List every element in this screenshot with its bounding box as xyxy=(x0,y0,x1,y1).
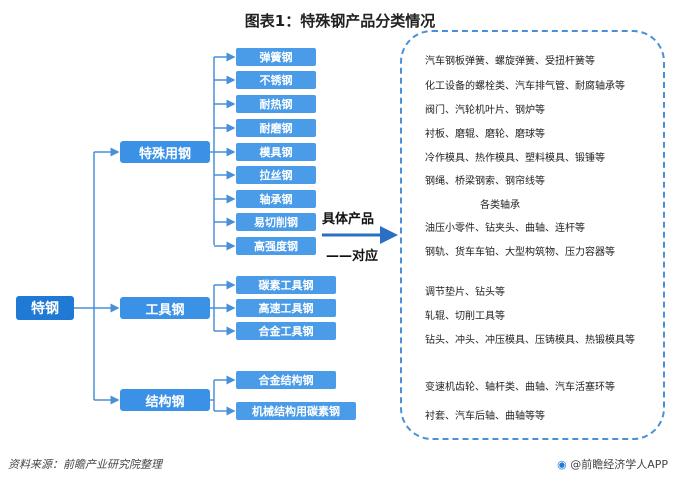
product-node: 弹簧钢 xyxy=(236,48,316,66)
application-item: 钢轨、货车车铂、大型构筑物、压力容器等 xyxy=(425,247,615,258)
product-node: 碳素工具钢 xyxy=(236,276,336,294)
product-node: 耐热钢 xyxy=(236,95,316,113)
application-item: 各类轴承 xyxy=(480,200,520,211)
arrow-label-bottom: ——对应 xyxy=(326,249,379,264)
category-node-tool: 工具钢 xyxy=(120,297,210,319)
product-node: 不锈钢 xyxy=(236,71,316,89)
product-node: 拉丝钢 xyxy=(236,166,316,184)
category-node-structural: 结构钢 xyxy=(120,389,210,411)
application-item: 钻头、冲头、冲压模具、压铸模具、热锻模具等 xyxy=(425,335,635,346)
product-node: 轴承钢 xyxy=(236,190,316,208)
application-item: 衬套、汽车后轴、曲轴等等 xyxy=(425,411,545,422)
brand-logo-icon: ◉ xyxy=(557,458,567,471)
applications-box xyxy=(400,30,665,440)
product-node: 耐磨钢 xyxy=(236,119,316,137)
arrow-label-top: 具体产品 xyxy=(322,212,375,227)
product-node: 高速工具钢 xyxy=(236,299,336,317)
diagram-title: 图表1：特殊钢产品分类情况 xyxy=(244,12,436,30)
application-item: 调节垫片、钻头等 xyxy=(425,287,505,298)
category-node-special: 特殊用钢 xyxy=(120,141,210,163)
product-node: 模具钢 xyxy=(236,143,316,161)
application-item: 冷作模具、热作模具、塑料模具、锻锤等 xyxy=(425,153,605,164)
product-node: 机械结构用碳素钢 xyxy=(236,402,356,420)
product-node: 高强度钢 xyxy=(236,237,316,255)
application-item: 油压小零件、钻夹头、曲轴、连杆等 xyxy=(425,223,585,234)
application-item: 汽车钢板弹簧、螺旋弹簧、受扭杆簧等 xyxy=(425,56,595,67)
application-item: 钢绳、桥梁钢索、钢帘线等 xyxy=(425,176,545,187)
brand-footer: ◉ @前瞻经济学人APP xyxy=(557,458,668,471)
application-item: 轧辊、切削工具等 xyxy=(425,311,505,322)
application-item: 化工设备的螺栓类、汽车排气管、耐腐轴承等 xyxy=(425,81,625,92)
product-node: 合金结构钢 xyxy=(236,371,336,389)
application-item: 变速机齿轮、轴杆类、曲轴、汽车活塞环等 xyxy=(425,382,615,393)
application-item: 衬板、磨辊、磨轮、磨球等 xyxy=(425,129,545,140)
product-node: 易切削钢 xyxy=(236,213,316,231)
root-node-tegang: 特钢 xyxy=(16,296,74,320)
product-node: 合金工具钢 xyxy=(236,322,336,340)
application-item: 阀门、汽轮机叶片、钢炉等 xyxy=(425,105,545,116)
source-note: 资料来源：前瞻产业研究院整理 xyxy=(8,458,162,471)
